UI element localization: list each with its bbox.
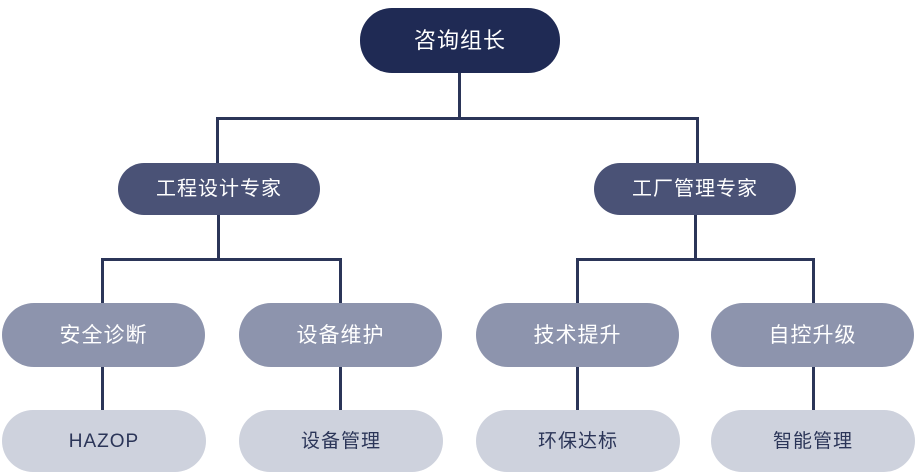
connector-root-to-expert-plant <box>696 117 699 165</box>
connector-root-to-expert-engineering <box>216 117 219 165</box>
node-engineering-design-expert[interactable]: 工程设计专家 <box>118 163 320 215</box>
connector-expert-engineering-stem <box>217 213 220 261</box>
node-technology-improvement[interactable]: 技术提升 <box>476 303 679 367</box>
connector-plant-to-tech <box>576 258 579 305</box>
node-plant-management-expert-label: 工厂管理专家 <box>632 178 758 200</box>
node-engineering-design-expert-label: 工程设计专家 <box>156 178 282 200</box>
connector-root-stem <box>458 71 461 119</box>
node-hazop[interactable]: HAZOP <box>2 410 206 472</box>
node-equipment-maintenance-label: 设备维护 <box>296 323 385 347</box>
node-consulting-leader-label: 咨询组长 <box>413 27 506 53</box>
node-equipment-maintenance[interactable]: 设备维护 <box>239 303 442 367</box>
node-environmental-compliance-label: 环保达标 <box>537 430 618 452</box>
node-smart-management-label: 智能管理 <box>772 430 853 452</box>
connector-safety-to-hazop <box>101 365 104 413</box>
node-smart-management[interactable]: 智能管理 <box>711 410 915 472</box>
node-hazop-label: HAZOP <box>68 430 140 452</box>
connector-expert-plant-bus <box>576 258 814 261</box>
connector-equipment-to-equipment-mgmt <box>339 365 342 413</box>
node-technology-improvement-label: 技术提升 <box>533 323 622 347</box>
connector-automation-to-smart-mgmt <box>812 365 815 413</box>
connector-plant-to-automation <box>812 258 815 305</box>
node-automation-upgrade[interactable]: 自控升级 <box>711 303 914 367</box>
connector-expert-plant-stem <box>694 213 697 261</box>
node-safety-diagnosis[interactable]: 安全诊断 <box>2 303 205 367</box>
node-environmental-compliance[interactable]: 环保达标 <box>476 410 680 472</box>
node-consulting-leader[interactable]: 咨询组长 <box>360 8 560 73</box>
node-equipment-management[interactable]: 设备管理 <box>239 410 443 472</box>
connector-engineering-to-equipment <box>339 258 342 305</box>
connector-engineering-to-safety <box>101 258 104 305</box>
node-safety-diagnosis-label: 安全诊断 <box>59 323 148 347</box>
node-equipment-management-label: 设备管理 <box>300 430 381 452</box>
node-automation-upgrade-label: 自控升级 <box>768 323 857 347</box>
node-plant-management-expert[interactable]: 工厂管理专家 <box>594 163 796 215</box>
connector-tech-to-environment <box>576 365 579 413</box>
connector-root-bus <box>217 117 699 120</box>
connector-expert-engineering-bus <box>101 258 341 261</box>
